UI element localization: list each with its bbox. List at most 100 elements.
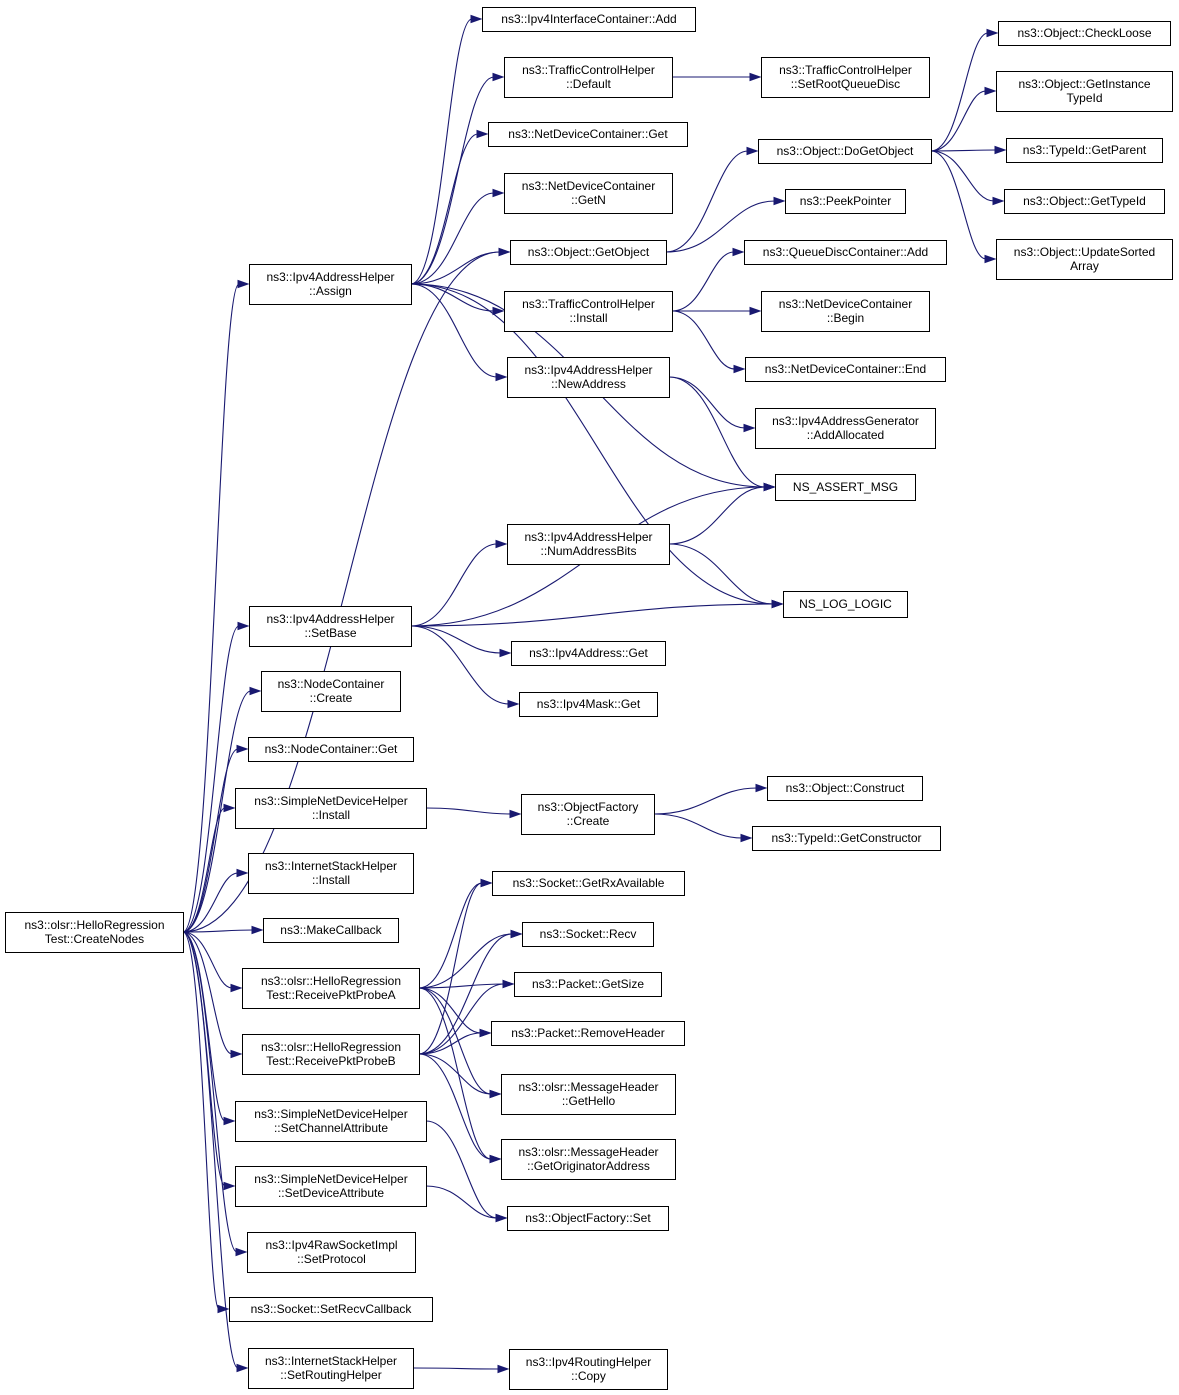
node-box: [482, 7, 696, 32]
node-mh-getorig[interactable]: ns3::olsr::MessageHeader::GetOriginatorA…: [501, 1139, 676, 1180]
node-ipv4ah-newaddr[interactable]: ns3::Ipv4AddressHelper::NewAddress: [507, 357, 670, 398]
node-label: ::SetRootQueueDisc: [791, 77, 900, 91]
node-recvB[interactable]: ns3::olsr::HelloRegressionTest::ReceiveP…: [242, 1034, 420, 1075]
edge-line: [410, 625, 510, 705]
node-rawsock-setproto[interactable]: ns3::Ipv4RawSocketImpl::SetProtocol: [247, 1232, 416, 1273]
node-sock-recv[interactable]: ns3::Socket::Recv: [522, 922, 654, 947]
edge-line: [418, 987, 492, 1095]
edge-arrowhead: [510, 929, 523, 939]
edge-root-to-rawsock_setproto: [182, 931, 248, 1257]
node-mh-gethello[interactable]: ns3::olsr::MessageHeader::GetHello: [501, 1074, 676, 1115]
node-tid-getparent[interactable]: ns3::TypeId::GetParent: [1006, 138, 1163, 163]
edge-recvA-to-mh_gethello: [418, 987, 502, 1099]
node-box: [761, 57, 930, 98]
node-sndh-setdev[interactable]: ns3::SimpleNetDeviceHelper::SetDeviceAtt…: [235, 1166, 427, 1207]
edge-recvB-to-pkt_getsize: [418, 979, 515, 1055]
node-box: [511, 641, 666, 666]
node-label: ns3::Object::UpdateSorted: [1014, 245, 1155, 259]
node-ipv4rh-copy[interactable]: ns3::Ipv4RoutingHelper::Copy: [509, 1349, 668, 1390]
node-box: [242, 968, 420, 1009]
node-box: [752, 826, 941, 851]
node-recvA[interactable]: ns3::olsr::HelloRegressionTest::ReceiveP…: [242, 968, 420, 1009]
node-root[interactable]: ns3::olsr::HelloRegressionTest::CreateNo…: [5, 912, 184, 953]
node-ipv4mask-get[interactable]: ns3::Ipv4Mask::Get: [519, 692, 658, 717]
edge-arrowhead: [499, 648, 512, 658]
edge-root-to-sndh_setchan: [182, 931, 236, 1126]
node-label: ::NewAddress: [551, 377, 626, 391]
edge-arrowhead: [236, 1363, 249, 1373]
edge-arrowhead: [763, 482, 776, 492]
edge-obj_getobject-to-obj_dogetobject: [665, 146, 759, 253]
node-sock-getrx[interactable]: ns3::Socket::GetRxAvailable: [492, 871, 685, 896]
node-sndh-install[interactable]: ns3::SimpleNetDeviceHelper::Install: [235, 788, 427, 829]
node-ndc-end[interactable]: ns3::NetDeviceContainer::End: [745, 357, 946, 382]
node-box: [783, 591, 908, 618]
node-ndc-getn[interactable]: ns3::NetDeviceContainer::GetN: [504, 173, 673, 214]
node-pkt-removehdr[interactable]: ns3::Packet::RemoveHeader: [491, 1021, 685, 1046]
node-nodec-create[interactable]: ns3::NodeContainer::Create: [261, 671, 401, 712]
node-peekpointer[interactable]: ns3::PeekPointer: [785, 189, 906, 214]
node-pkt-getsize[interactable]: ns3::Packet::GetSize: [514, 972, 662, 997]
node-ish-install[interactable]: ns3::InternetStackHelper::Install: [248, 853, 414, 894]
node-tid-getctor[interactable]: ns3::TypeId::GetConstructor: [752, 826, 941, 851]
node-of-create[interactable]: ns3::ObjectFactory::Create: [521, 794, 655, 835]
node-tch-setroot[interactable]: ns3::TrafficControlHelper::SetRootQueueD…: [761, 57, 930, 98]
node-obj-checkloose[interactable]: ns3::Object::CheckLoose: [998, 21, 1171, 46]
edge-arrowhead: [502, 979, 515, 989]
node-box: [263, 918, 399, 943]
edge-line: [665, 150, 749, 253]
node-obj-dogetobject[interactable]: ns3::Object::DoGetObject: [758, 139, 932, 164]
node-label: ns3::Ipv4RawSocketImpl: [265, 1238, 397, 1252]
node-label: ns3::ObjectFactory: [538, 800, 639, 814]
node-tch-default[interactable]: ns3::TrafficControlHelper::Default: [504, 57, 673, 98]
edge-line: [930, 150, 987, 260]
node-label: ns3::NetDeviceContainer: [522, 179, 655, 193]
edge-line: [668, 376, 766, 488]
node-ipv4ic-add[interactable]: ns3::Ipv4InterfaceContainer::Add: [482, 7, 696, 32]
node-ns-log-logic[interactable]: NS_LOG_LOGIC: [783, 591, 908, 618]
node-ipv4ah-numbits[interactable]: ns3::Ipv4AddressHelper::NumAddressBits: [507, 524, 670, 565]
node-box: [514, 972, 662, 997]
node-obj-construct[interactable]: ns3::Object::Construct: [767, 776, 923, 801]
node-sock-setrecvcb[interactable]: ns3::Socket::SetRecvCallback: [229, 1297, 433, 1322]
node-tch-install[interactable]: ns3::TrafficControlHelper::Install: [504, 291, 673, 332]
edge-line: [418, 933, 513, 1055]
node-ipv4ah-setbase[interactable]: ns3::Ipv4AddressHelper::SetBase: [249, 606, 412, 647]
node-label: ns3::TypeId::GetParent: [1023, 143, 1147, 157]
edge-line: [671, 310, 736, 370]
node-label: ns3::SimpleNetDeviceHelper: [254, 794, 407, 808]
node-label: NS_ASSERT_MSG: [793, 480, 898, 494]
node-label: ns3::Ipv4AddressHelper: [266, 270, 394, 284]
edge-line: [182, 931, 233, 989]
node-ns-assert-msg[interactable]: NS_ASSERT_MSG: [775, 474, 916, 501]
node-label: Test::CreateNodes: [45, 932, 144, 946]
edge-line: [410, 133, 479, 285]
node-ndc-begin[interactable]: ns3::NetDeviceContainer::Begin: [761, 291, 930, 332]
node-label: ns3::Packet::GetSize: [532, 977, 644, 991]
node-label: ::Assign: [309, 284, 352, 298]
node-layer: ns3::olsr::HelloRegressionTest::CreateNo…: [5, 7, 1173, 1390]
edge-tch_install-to-qdc_add: [671, 247, 745, 312]
node-nodec-get[interactable]: ns3::NodeContainer::Get: [248, 737, 414, 762]
edge-line: [182, 625, 240, 933]
node-label: ns3::SimpleNetDeviceHelper: [254, 1172, 407, 1186]
node-ipv4ag-addalloc[interactable]: ns3::Ipv4AddressGenerator::AddAllocated: [755, 408, 936, 449]
node-ish-setrouting[interactable]: ns3::InternetStackHelper::SetRoutingHelp…: [248, 1348, 414, 1389]
node-ipv4ah-assign[interactable]: ns3::Ipv4AddressHelper::Assign: [249, 264, 412, 305]
node-ipv4addr-get[interactable]: ns3::Ipv4Address::Get: [511, 641, 666, 666]
node-box: [491, 1021, 685, 1046]
node-label: ns3::ObjectFactory::Set: [525, 1211, 651, 1225]
node-ndc-get[interactable]: ns3::NetDeviceContainer::Get: [488, 122, 688, 147]
node-box: [1006, 138, 1163, 163]
node-label: ns3::Ipv4AddressHelper: [524, 530, 652, 544]
node-sndh-setchan[interactable]: ns3::SimpleNetDeviceHelper::SetChannelAt…: [235, 1101, 427, 1142]
node-qdc-add[interactable]: ns3::QueueDiscContainer::Add: [744, 240, 947, 265]
node-box: [767, 776, 923, 801]
edge-arrowhead: [984, 254, 997, 264]
node-obj-gettid[interactable]: ns3::Object::GetTypeId: [1004, 189, 1165, 214]
node-makecallback[interactable]: ns3::MakeCallback: [263, 918, 399, 943]
node-obj-getobject[interactable]: ns3::Object::GetObject: [510, 240, 667, 265]
node-of-set[interactable]: ns3::ObjectFactory::Set: [507, 1206, 669, 1231]
